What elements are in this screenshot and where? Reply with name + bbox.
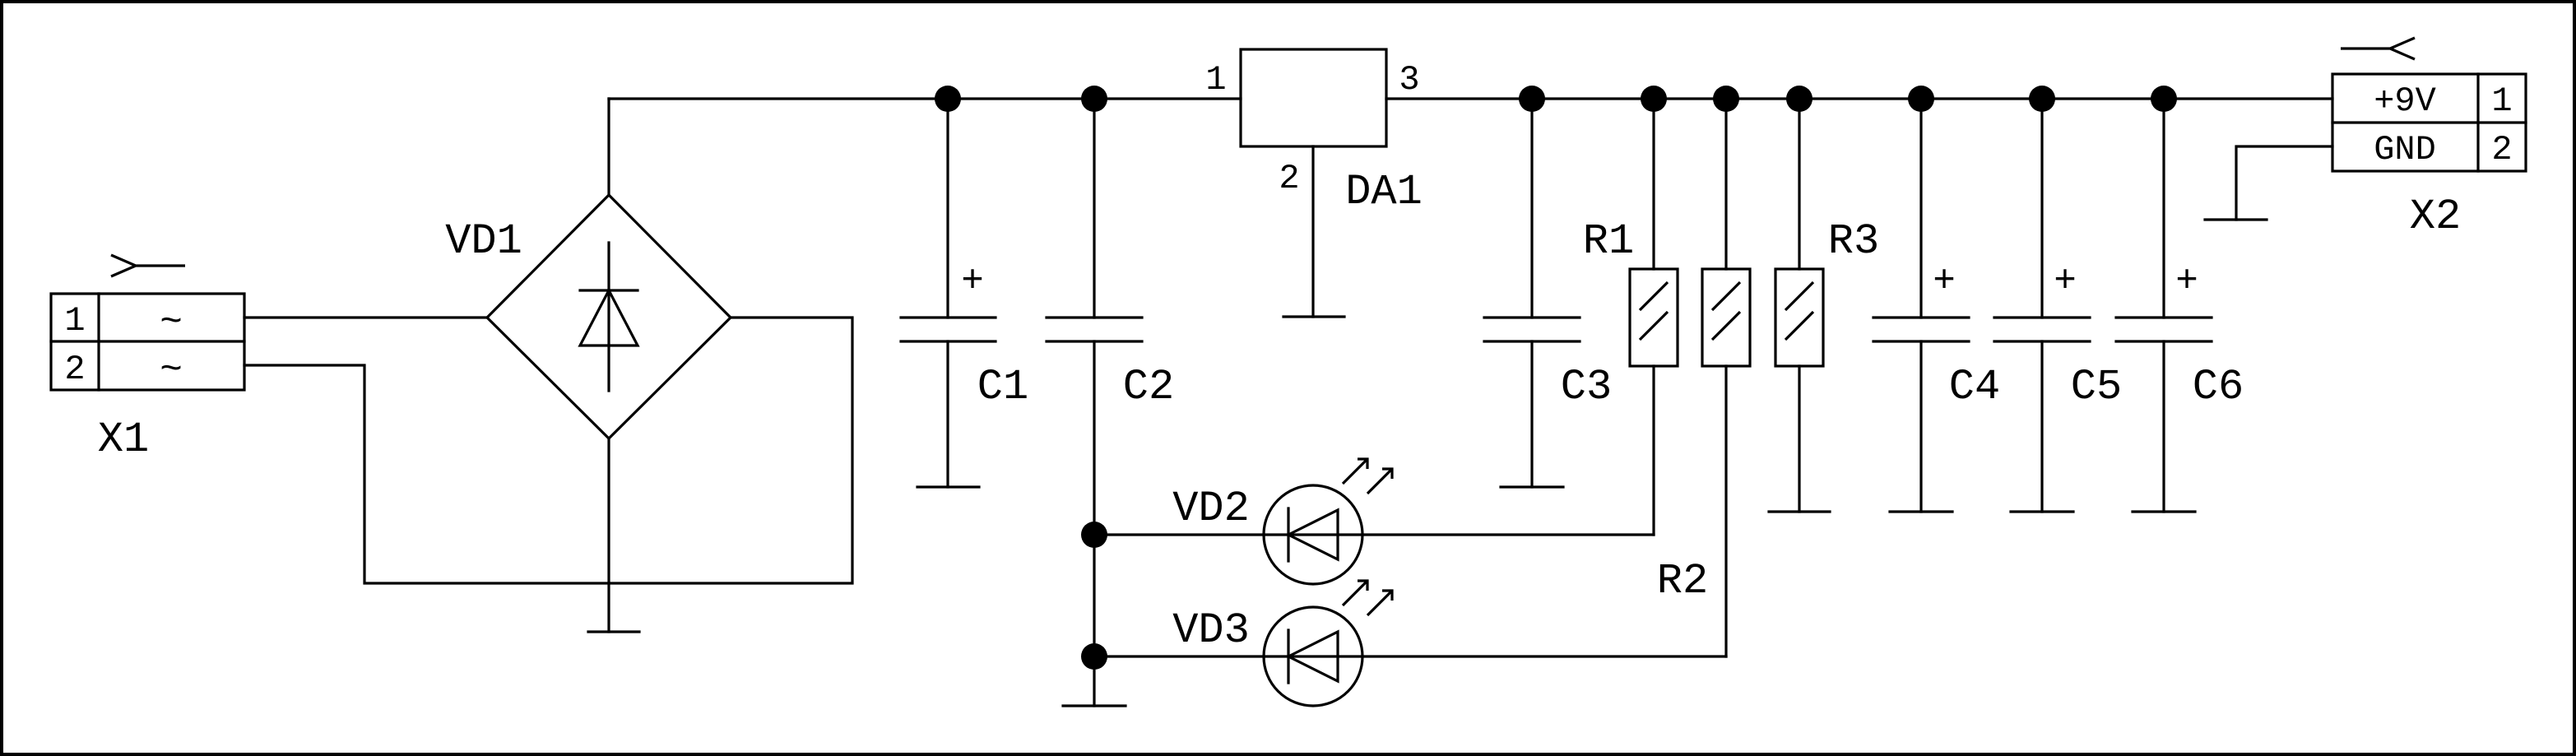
c5-label: C5 xyxy=(2071,363,2122,411)
c6-label: C6 xyxy=(2193,363,2244,411)
x2-pin-2: 2 xyxy=(2491,130,2512,169)
led-vd2: VD2 xyxy=(1093,457,1655,586)
x2-signal-1: +9V xyxy=(2374,81,2436,121)
da1-pin-3: 3 xyxy=(1399,60,1419,100)
c4-label: C4 xyxy=(1949,363,2000,411)
resistor-r3: R3 xyxy=(1767,97,1879,513)
vd2-label: VD2 xyxy=(1172,485,1250,533)
x1-signal-1: ~ xyxy=(160,301,183,344)
da1-pin-1: 1 xyxy=(1205,60,1226,100)
capacitor-c3: C3 xyxy=(1483,97,1612,489)
c1-label: C1 xyxy=(977,363,1028,411)
r3-label: R3 xyxy=(1828,217,1879,266)
x2-pin-1: 1 xyxy=(2491,81,2512,121)
socket-icon xyxy=(2341,36,2416,61)
x2-label: X2 xyxy=(2410,192,2461,241)
x1-wiring xyxy=(243,316,854,633)
r1-label: R1 xyxy=(1583,217,1634,266)
led-vd3: VD3 xyxy=(1093,579,1728,707)
x2-signal-2: GND xyxy=(2374,130,2436,169)
c5-polarity: + xyxy=(2054,260,2077,303)
x1-pin-1: 1 xyxy=(64,301,85,341)
r2-label: R2 xyxy=(1657,557,1708,605)
capacitor-c5: + C5 xyxy=(1993,97,2122,513)
c2-label: C2 xyxy=(1123,363,1174,411)
x1-signal-2: ~ xyxy=(160,349,183,392)
bridge-rectifier-vd1: VD1 xyxy=(445,97,733,585)
x1-label: X1 xyxy=(98,415,149,464)
connector-x2: +9V GND 1 2 X2 xyxy=(2203,36,2527,241)
c6-polarity: + xyxy=(2175,260,2198,303)
c3-label: C3 xyxy=(1561,363,1612,411)
capacitor-c1: + C1 xyxy=(899,97,1028,489)
output-rail xyxy=(1385,86,2334,112)
light-emission-icon xyxy=(1341,579,1394,617)
x1-pin-2: 2 xyxy=(64,350,85,389)
connector-x1: 1 2 ~ ~ X1 xyxy=(49,253,246,464)
input-rail xyxy=(607,86,1242,112)
resistor-r1: R1 xyxy=(1583,97,1679,536)
regulator-da1: 1 2 3 DA1 xyxy=(1205,48,1423,318)
da1-label: DA1 xyxy=(1345,168,1423,216)
vd1-label: VD1 xyxy=(445,217,522,266)
resistor-r2: R2 xyxy=(1657,97,1752,658)
da1-pin-2: 2 xyxy=(1279,159,1299,198)
plug-icon xyxy=(110,253,185,278)
capacitor-c4: + C4 xyxy=(1872,97,2000,513)
capacitor-c2: C2 xyxy=(1045,97,1174,707)
light-emission-icon xyxy=(1341,457,1394,495)
vd3-label: VD3 xyxy=(1172,606,1250,655)
capacitor-c6: + C6 xyxy=(2114,97,2244,513)
c4-polarity: + xyxy=(1933,260,1956,303)
c1-polarity: + xyxy=(961,260,984,303)
